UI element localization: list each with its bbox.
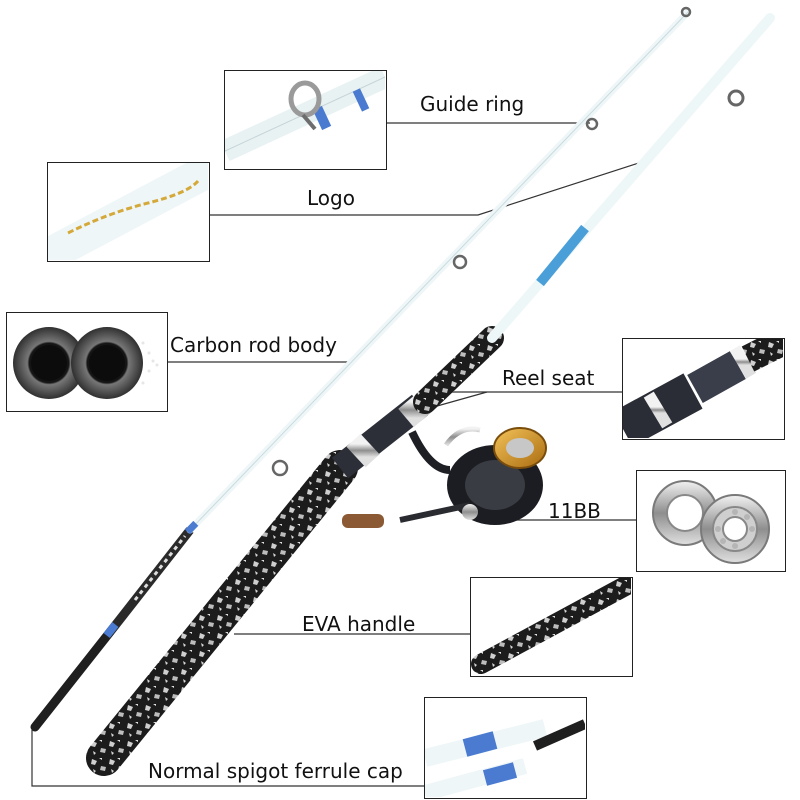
reel-seat-inset xyxy=(622,338,785,440)
ferrule-cap-label: Normal spigot ferrule cap xyxy=(148,759,403,783)
logo-label: Logo xyxy=(307,186,355,210)
logo-leader xyxy=(208,159,649,216)
ferrule-leader xyxy=(31,730,424,787)
carbon-rod-body-label: Carbon rod body xyxy=(170,333,337,357)
reel-seat-label: Reel seat xyxy=(502,366,595,390)
bearings-label: 11BB xyxy=(548,499,601,523)
thin-rod xyxy=(30,6,692,732)
ferrule-cap-inset xyxy=(424,697,587,799)
leader-lines xyxy=(31,122,649,787)
spinning-reel xyxy=(342,426,547,528)
bearings-inset xyxy=(636,470,786,572)
eva-handle-label: EVA handle xyxy=(302,612,416,636)
main-rod xyxy=(86,13,775,776)
reel-seat-pointer xyxy=(429,391,488,409)
carbon-rod-body-inset xyxy=(6,312,168,412)
eva-handle-inset xyxy=(470,577,633,677)
guide-ring-inset xyxy=(224,70,387,170)
guide-ring-label: Guide ring xyxy=(420,92,525,116)
logo-inset xyxy=(47,162,210,262)
